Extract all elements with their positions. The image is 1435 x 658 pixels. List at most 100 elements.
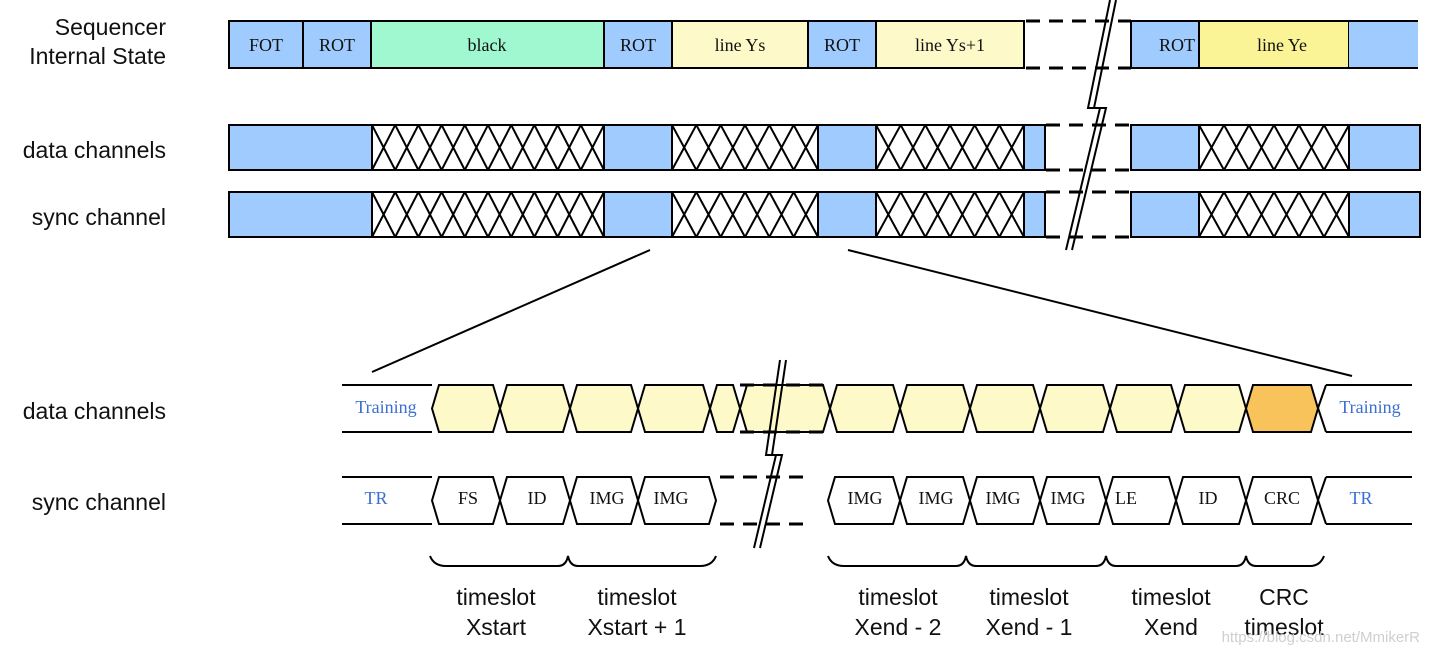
hatch-data-top xyxy=(371,124,1350,171)
brace4-line1: timeslot xyxy=(989,584,1069,610)
hatch-sync-top xyxy=(371,191,1350,238)
hatch-cross xyxy=(719,124,746,171)
hatch-cross xyxy=(417,124,443,171)
data-slot-cell xyxy=(828,384,902,433)
sync-text-img4: IMG xyxy=(919,488,954,508)
data-slot-cell xyxy=(1176,384,1248,433)
hatch-cross xyxy=(671,124,698,171)
seq-text-rot3: ROT xyxy=(824,35,860,55)
hatch-cross xyxy=(875,191,902,238)
hatch-cross xyxy=(1323,124,1350,171)
detail-sync-gap-dashes xyxy=(720,475,806,526)
hatch-cross xyxy=(695,124,722,171)
sync-text-fs: FS xyxy=(458,488,478,508)
hatch-cross xyxy=(533,191,559,238)
data-row-tail xyxy=(1317,384,1327,433)
hatch-cross xyxy=(487,191,513,238)
sync-text-id1: ID xyxy=(528,488,547,508)
hatch-cross xyxy=(1298,191,1325,238)
hatch-cross xyxy=(1198,124,1225,171)
seq-cell-tail xyxy=(1349,21,1418,68)
hatch-cross xyxy=(463,191,489,238)
data-slot-cell xyxy=(1108,384,1180,433)
seq-cell-black xyxy=(370,20,605,69)
sequencer-gap-dashes xyxy=(1026,19,1131,70)
data-slot-cell xyxy=(898,384,972,433)
seq-cell-rot3 xyxy=(807,20,877,69)
seq-text-black: black xyxy=(468,35,507,55)
sync-text-img5: IMG xyxy=(986,488,1021,508)
hatch-cross xyxy=(1223,191,1250,238)
hatch-cross xyxy=(1248,191,1275,238)
hatch-cross xyxy=(768,124,795,171)
sync-text-img6: IMG xyxy=(1051,488,1086,508)
training-left-text: Training xyxy=(355,397,416,417)
sync-row-tail xyxy=(1317,476,1327,525)
hatch-cross xyxy=(1273,191,1300,238)
hatch-cross xyxy=(556,191,582,238)
hatch-cross xyxy=(792,191,819,238)
crc-slot-cell xyxy=(1244,384,1320,433)
hatch-cross xyxy=(949,191,976,238)
hatch-cross xyxy=(579,124,605,171)
sync-text-img1: IMG xyxy=(590,488,625,508)
hatch-cross xyxy=(998,191,1025,238)
label-data-channels-bottom: data channels xyxy=(23,398,166,424)
data-channels-top-row xyxy=(228,124,1421,171)
hatch-cross xyxy=(768,191,795,238)
brace6-line2: timeslot xyxy=(1244,614,1324,640)
seq-cell-line-ys xyxy=(671,20,809,69)
watermark: https://blog.csdn.net/MmikerR xyxy=(1222,629,1421,646)
hatch-cross xyxy=(924,191,951,238)
hatch-cross xyxy=(394,124,420,171)
sync-top-gap-dashes xyxy=(1046,190,1131,239)
sequencer-row xyxy=(228,20,1418,69)
seq-text-line-ys: line Ys xyxy=(715,35,766,55)
seq-text-line-ys1: line Ys+1 xyxy=(915,35,985,55)
sync-text-img2: IMG xyxy=(654,488,689,508)
data-top-gap-dashes xyxy=(1046,123,1131,172)
data-slot-cell xyxy=(430,384,502,433)
sync-slot-cell xyxy=(636,476,718,525)
hatch-cross xyxy=(579,191,605,238)
seq-text-rot1: ROT xyxy=(319,35,355,55)
brace2-line1: timeslot xyxy=(597,584,677,610)
brace5-line1: timeslot xyxy=(1131,584,1211,610)
detail-sync-row xyxy=(342,476,1412,525)
sync-channel-top-row xyxy=(228,191,1421,238)
hatch-cross xyxy=(973,191,1001,238)
hatch-cross xyxy=(417,191,443,238)
seq-cell-rot4 xyxy=(1130,20,1200,69)
hatch-cross xyxy=(533,124,559,171)
hatch-cross xyxy=(899,191,927,238)
detail-data-gap-dashes xyxy=(740,383,830,434)
hatch-cross xyxy=(487,124,513,171)
seq-cell-line-ys1 xyxy=(875,20,1025,69)
brace4-line2: Xend - 1 xyxy=(986,614,1073,640)
hatch-cross xyxy=(744,191,771,238)
brace1-line1: timeslot xyxy=(456,584,536,610)
hatch-cross xyxy=(719,191,746,238)
hatch-cross xyxy=(924,124,951,171)
hatch-cross xyxy=(671,191,698,238)
label-internal-state: Internal State xyxy=(29,43,166,69)
seq-cell-rot1 xyxy=(302,20,372,69)
sync-text-crc: CRC xyxy=(1264,488,1300,508)
data-slot-cell xyxy=(1038,384,1112,433)
data-slot-cell xyxy=(568,384,640,433)
seq-cell-fot xyxy=(228,20,304,69)
timeslot-braces xyxy=(429,555,1325,567)
label-sync-channel-bottom: sync channel xyxy=(32,489,166,515)
training-right-text: Training xyxy=(1339,397,1400,417)
data-slot-cell xyxy=(636,384,712,433)
brace6-line1: CRC xyxy=(1259,584,1309,610)
seq-text-fot: FOT xyxy=(249,35,283,55)
hatch-cross xyxy=(998,124,1025,171)
hatch-cross xyxy=(875,124,902,171)
sync-text-img3: IMG xyxy=(848,488,883,508)
hatch-cross xyxy=(695,191,722,238)
detail-data-row xyxy=(342,384,1412,433)
hatch-cross xyxy=(371,124,397,171)
hatch-cross xyxy=(1273,124,1300,171)
data-slot-cell xyxy=(738,384,832,433)
